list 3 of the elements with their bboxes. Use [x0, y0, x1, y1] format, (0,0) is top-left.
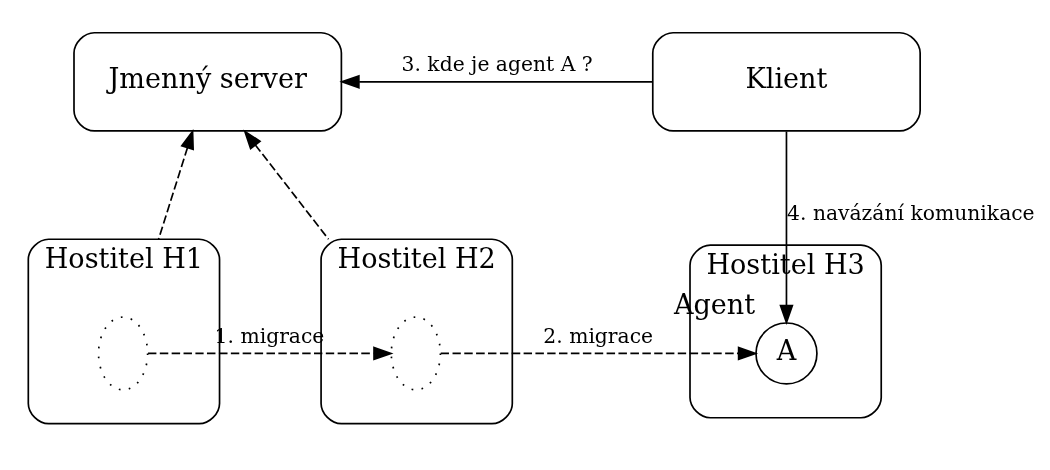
edge-label: 2. migrace: [543, 323, 654, 348]
edge-label: 3. kde je agent A ?: [401, 52, 593, 77]
edge-label: 4. navázání komunikace: [787, 200, 1035, 225]
